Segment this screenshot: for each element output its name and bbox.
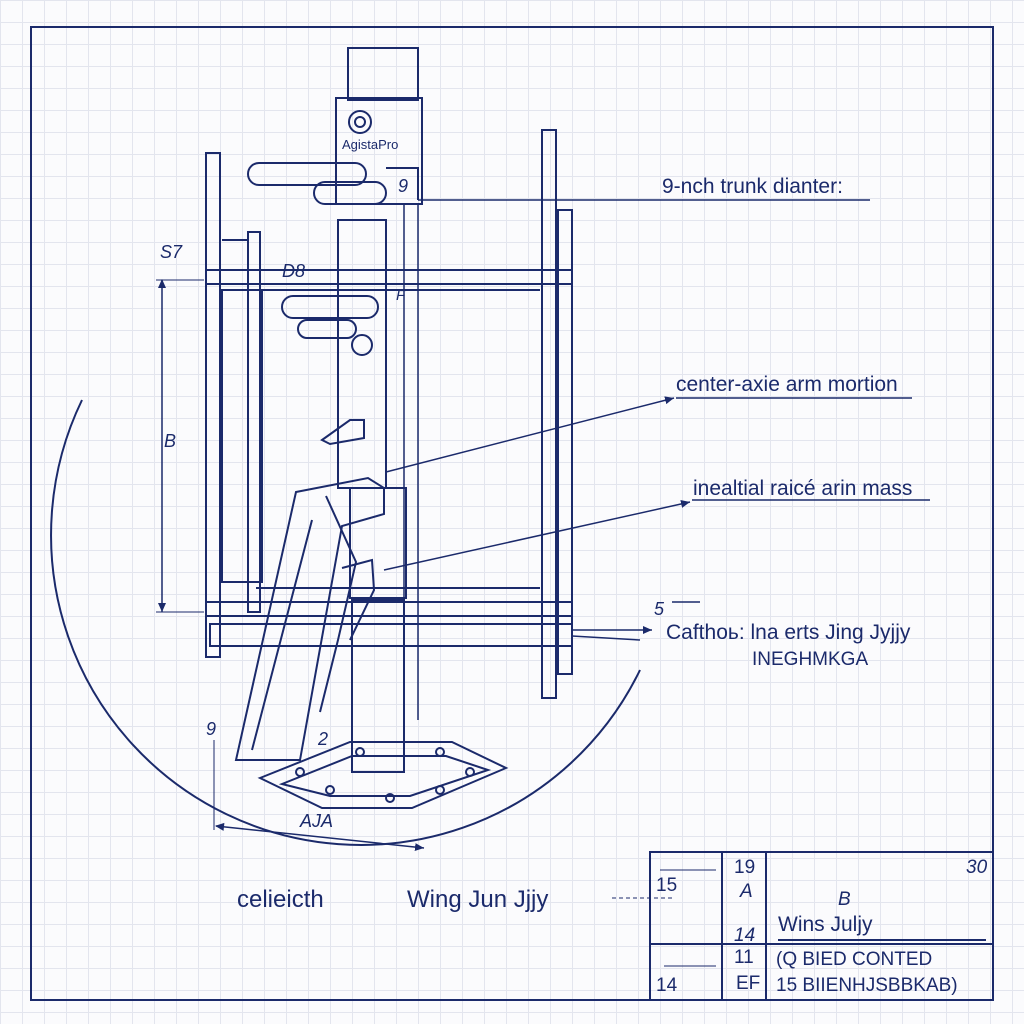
leg	[234, 476, 385, 761]
tb-r3c3a: (Q BIED CONTED	[776, 949, 933, 970]
tb-r1c2b: A	[740, 881, 753, 902]
middle-arm-lower	[297, 319, 357, 339]
callout-base-label: Cafthoь: lna erts Jing Jyjjy	[666, 621, 911, 644]
trunk-cap	[347, 47, 419, 101]
tb-r3c1: 14	[656, 975, 678, 996]
caption-left: celieicth	[237, 886, 324, 913]
dim-head-mark: 9	[398, 176, 409, 196]
logo-mark	[348, 110, 372, 134]
arm-pivot	[351, 334, 373, 356]
middle-arm	[281, 295, 379, 319]
upper-arm-left	[247, 162, 367, 186]
tb-r2c2: 14	[734, 925, 756, 946]
dim-upper-arm: D8	[282, 261, 306, 281]
tb-r3c2b: EF	[736, 973, 761, 994]
leg-brace	[319, 495, 358, 713]
frame-left-panel	[221, 289, 263, 583]
brand-logo-text: AgistaPro	[342, 137, 399, 152]
tb-r3c2a: 11	[734, 947, 754, 968]
swing-arc	[50, 399, 641, 846]
frame-top-rail	[205, 269, 573, 285]
tb-r1c1: 15	[656, 875, 678, 896]
tb-r2c3: Wins Juljy	[778, 913, 873, 936]
callout-trunk-diameter: 9-nch trunk dianter:	[662, 175, 843, 198]
callout-base-sublabel: INEGHMKGA	[752, 649, 869, 670]
tb-r1c4: 30	[966, 857, 988, 878]
base-plate	[257, 741, 509, 809]
dim-base-inner: 2	[318, 729, 329, 749]
tb-r1c3: B	[838, 889, 851, 910]
dim-top-left: S7	[160, 242, 183, 262]
dim-base-width: AJA	[300, 811, 334, 831]
dim-bracket-mark: F	[396, 287, 406, 304]
tb-r3c3b: 15 BIIENHJSBBKAB)	[776, 975, 958, 996]
dim-height-mark: B	[164, 431, 177, 451]
title-block	[649, 851, 994, 1001]
trunk-collar	[349, 487, 407, 599]
upper-arm-right	[313, 181, 387, 205]
drawing-border	[30, 26, 994, 1001]
low-arm	[320, 419, 365, 446]
callout-arm-mass: inealtial raicé arin mass	[693, 477, 913, 500]
frame-right-inner-post	[557, 209, 573, 675]
dim-right-mark: 5	[654, 599, 665, 619]
caption-right: Wing Jun Jjjy	[407, 886, 549, 913]
frame-bottom-rail-2	[209, 623, 573, 647]
callout-arm-motion: center-axie arm mortion	[676, 373, 898, 396]
frame-bottom-rail	[205, 601, 573, 617]
frame-left-post	[205, 152, 221, 658]
dim-base-left: 9	[206, 719, 217, 739]
tb-r1c2: 19	[734, 857, 756, 878]
frame-left-inner-post	[247, 231, 261, 613]
trunk-lower	[351, 599, 405, 773]
frame-right-post	[541, 129, 557, 699]
